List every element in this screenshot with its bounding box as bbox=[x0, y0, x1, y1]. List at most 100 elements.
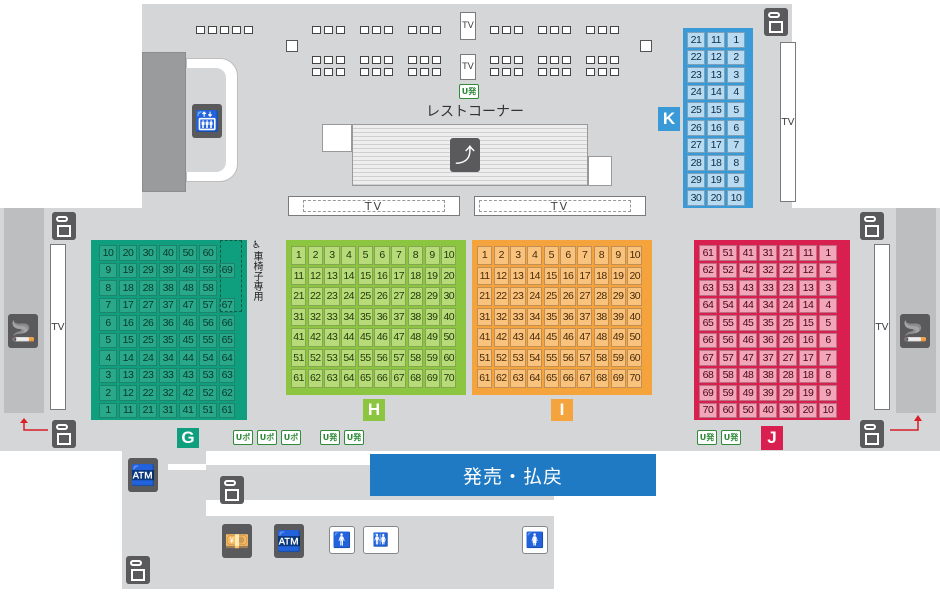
seat-i[interactable]: 34 bbox=[527, 307, 543, 326]
seat-h[interactable]: 15 bbox=[357, 266, 373, 285]
seat-h[interactable]: 34 bbox=[341, 307, 357, 326]
seat-j[interactable]: 50 bbox=[739, 402, 757, 418]
seat-k[interactable]: 8 bbox=[727, 155, 745, 171]
seat-i[interactable]: 9 bbox=[610, 246, 626, 265]
seat-i[interactable]: 28 bbox=[593, 287, 609, 306]
seat-k[interactable]: 25 bbox=[687, 102, 705, 118]
seat-i[interactable]: 43 bbox=[510, 328, 526, 347]
seat-h[interactable]: 63 bbox=[324, 369, 340, 388]
seat-i[interactable]: 46 bbox=[560, 328, 576, 347]
seat-j[interactable]: 35 bbox=[759, 315, 777, 331]
seat-h[interactable]: 51 bbox=[291, 348, 307, 367]
seat-i[interactable]: 47 bbox=[577, 328, 593, 347]
seat-j[interactable]: 26 bbox=[779, 332, 797, 348]
seat-i[interactable]: 10 bbox=[627, 246, 643, 265]
seat-g[interactable]: 10 bbox=[99, 245, 117, 261]
seat-j[interactable]: 30 bbox=[779, 402, 797, 418]
seat-g[interactable]: 57 bbox=[199, 297, 217, 313]
seat-g[interactable]: 36 bbox=[159, 315, 177, 331]
seat-g[interactable]: 31 bbox=[159, 402, 177, 418]
seat-i[interactable]: 19 bbox=[610, 266, 626, 285]
seat-j[interactable]: 66 bbox=[699, 332, 717, 348]
seat-g[interactable]: 19 bbox=[119, 262, 137, 278]
seat-g[interactable]: 3 bbox=[99, 367, 117, 383]
seat-i[interactable]: 11 bbox=[477, 266, 493, 285]
seat-i[interactable]: 25 bbox=[543, 287, 559, 306]
seat-g[interactable]: 25 bbox=[139, 332, 157, 348]
seat-g[interactable]: 43 bbox=[179, 367, 197, 383]
seat-h[interactable]: 13 bbox=[324, 266, 340, 285]
seat-h[interactable]: 18 bbox=[407, 266, 423, 285]
seat-j[interactable]: 45 bbox=[739, 315, 757, 331]
seat-h[interactable]: 44 bbox=[341, 328, 357, 347]
seat-i[interactable]: 53 bbox=[510, 348, 526, 367]
seat-i[interactable]: 69 bbox=[610, 369, 626, 388]
seat-i[interactable]: 64 bbox=[527, 369, 543, 388]
seat-h[interactable]: 7 bbox=[391, 246, 407, 265]
seat-h[interactable]: 16 bbox=[374, 266, 390, 285]
seat-i[interactable]: 21 bbox=[477, 287, 493, 306]
seat-j[interactable]: 51 bbox=[719, 245, 737, 261]
seat-j[interactable]: 47 bbox=[739, 350, 757, 366]
seat-j[interactable]: 14 bbox=[799, 297, 817, 313]
seat-h[interactable]: 27 bbox=[391, 287, 407, 306]
seat-k[interactable]: 3 bbox=[727, 67, 745, 83]
seat-j[interactable]: 23 bbox=[779, 280, 797, 296]
seat-k[interactable]: 11 bbox=[707, 32, 725, 48]
seat-g[interactable]: 67 bbox=[219, 297, 235, 313]
seat-g[interactable]: 46 bbox=[179, 315, 197, 331]
seat-i[interactable]: 38 bbox=[593, 307, 609, 326]
seat-j[interactable]: 61 bbox=[699, 245, 717, 261]
seat-g[interactable]: 7 bbox=[99, 297, 117, 313]
seat-i[interactable]: 8 bbox=[593, 246, 609, 265]
seat-j[interactable]: 52 bbox=[719, 262, 737, 278]
seat-h[interactable]: 29 bbox=[424, 287, 440, 306]
seat-i[interactable]: 37 bbox=[577, 307, 593, 326]
seat-i[interactable]: 7 bbox=[577, 246, 593, 265]
seat-g[interactable]: 52 bbox=[199, 385, 217, 401]
seat-h[interactable]: 54 bbox=[341, 348, 357, 367]
seat-k[interactable]: 26 bbox=[687, 119, 705, 136]
seat-j[interactable]: 56 bbox=[719, 332, 737, 348]
seat-i[interactable]: 60 bbox=[627, 348, 643, 367]
seat-g[interactable]: 12 bbox=[119, 385, 137, 401]
seat-j[interactable]: 36 bbox=[759, 332, 777, 348]
seat-k[interactable]: 30 bbox=[687, 190, 705, 206]
seat-h[interactable]: 41 bbox=[291, 328, 307, 347]
seat-g[interactable]: 41 bbox=[179, 402, 197, 418]
seat-i[interactable]: 39 bbox=[610, 307, 626, 326]
seat-j[interactable]: 44 bbox=[739, 297, 757, 313]
seat-i[interactable]: 20 bbox=[627, 266, 643, 285]
seat-k[interactable]: 28 bbox=[687, 155, 705, 171]
seat-g[interactable]: 65 bbox=[219, 332, 235, 348]
seat-i[interactable]: 63 bbox=[510, 369, 526, 388]
seat-k[interactable]: 24 bbox=[687, 84, 705, 101]
seat-g[interactable]: 2 bbox=[99, 385, 117, 401]
seat-g[interactable]: 6 bbox=[99, 315, 117, 331]
seat-i[interactable]: 42 bbox=[493, 328, 509, 347]
seat-j[interactable]: 41 bbox=[739, 245, 757, 261]
seat-i[interactable]: 65 bbox=[543, 369, 559, 388]
seat-g[interactable]: 14 bbox=[119, 350, 137, 366]
seat-g[interactable]: 18 bbox=[119, 280, 137, 296]
seat-h[interactable]: 59 bbox=[424, 348, 440, 367]
seat-i[interactable]: 15 bbox=[543, 266, 559, 285]
seat-j[interactable]: 15 bbox=[799, 315, 817, 331]
seat-g[interactable]: 66 bbox=[219, 315, 235, 331]
seat-j[interactable]: 34 bbox=[759, 297, 777, 313]
seat-j[interactable]: 58 bbox=[719, 367, 737, 383]
seat-j[interactable]: 32 bbox=[759, 262, 777, 278]
seat-i[interactable]: 36 bbox=[560, 307, 576, 326]
seat-i[interactable]: 44 bbox=[527, 328, 543, 347]
seat-i[interactable]: 40 bbox=[627, 307, 643, 326]
seat-g[interactable]: 20 bbox=[119, 245, 137, 261]
seat-i[interactable]: 66 bbox=[560, 369, 576, 388]
seat-g[interactable]: 37 bbox=[159, 297, 177, 313]
seat-g[interactable]: 47 bbox=[179, 297, 197, 313]
seat-h[interactable]: 17 bbox=[391, 266, 407, 285]
seat-h[interactable]: 3 bbox=[324, 246, 340, 265]
seat-g[interactable]: 48 bbox=[179, 280, 197, 296]
seat-g[interactable]: 28 bbox=[139, 280, 157, 296]
seat-j[interactable]: 8 bbox=[819, 367, 837, 383]
seat-g[interactable]: 63 bbox=[219, 367, 235, 383]
